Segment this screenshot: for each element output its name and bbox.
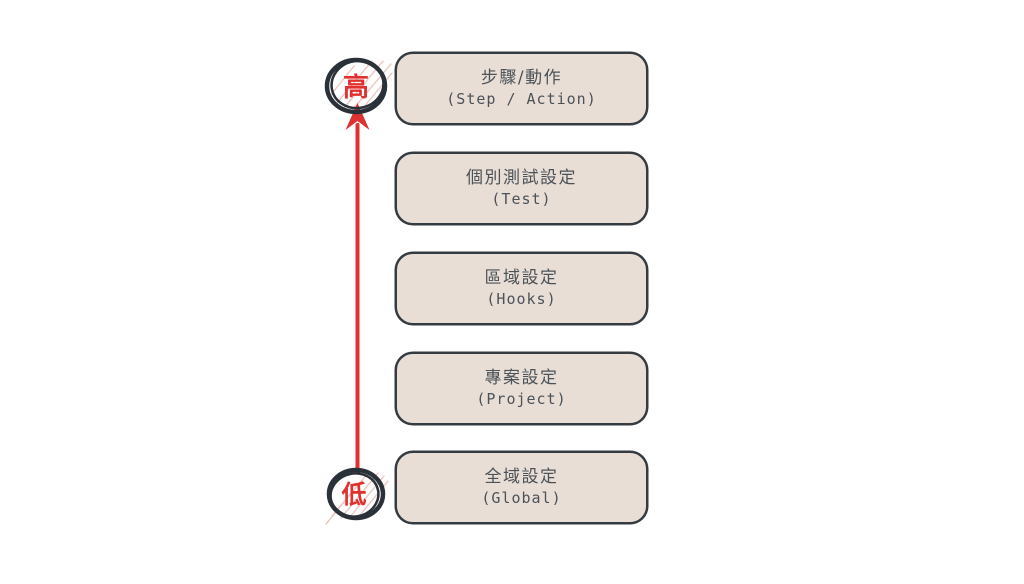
node-subtitle: (Step / Action) <box>446 90 597 108</box>
node-project: 專案設定 (Project) <box>395 352 648 425</box>
node-title: 區域設定 <box>484 268 559 288</box>
priority-arrow <box>345 103 370 473</box>
node-subtitle: (Project) <box>476 390 567 408</box>
node-title: 專案設定 <box>484 368 559 388</box>
node-title: 個別測試設定 <box>466 168 577 188</box>
node-hooks: 區域設定 (Hooks) <box>395 252 648 325</box>
node-subtitle: (Hooks) <box>486 290 557 308</box>
node-subtitle: (Global) <box>481 489 562 507</box>
hachure-high-marker <box>329 60 393 110</box>
high-priority-marker <box>324 57 388 115</box>
arrowhead-up-icon <box>345 103 370 130</box>
high-priority-label: 高 <box>343 72 369 103</box>
node-title: 全域設定 <box>484 467 559 487</box>
low-priority-marker <box>326 467 386 521</box>
low-priority-label: 低 <box>340 480 366 509</box>
node-step-action: 步驟/動作 (Step / Action) <box>395 52 648 125</box>
node-global: 全域設定 (Global) <box>395 451 648 524</box>
node-subtitle: (Test) <box>491 190 552 208</box>
node-test: 個別測試設定 (Test) <box>395 152 648 225</box>
node-title: 步驟/動作 <box>480 68 563 88</box>
